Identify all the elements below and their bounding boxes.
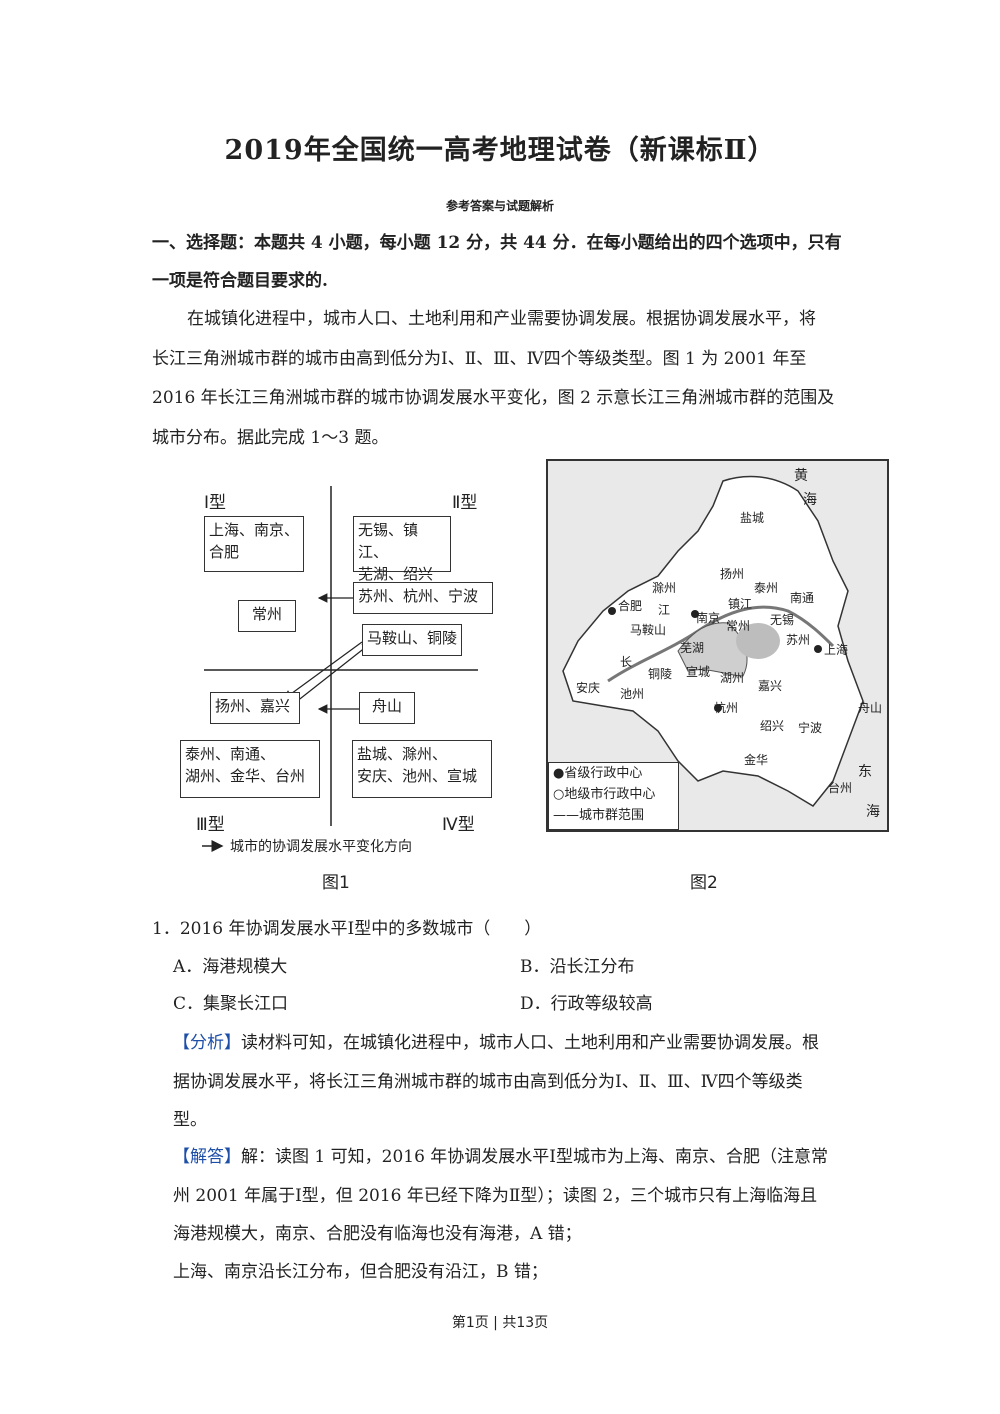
answer-text-1: 解：读图 1 可知，2016 年协调发展水平Ⅰ型城市为上海、南京、合肥（注意常 (241, 1147, 829, 1167)
figure-1-diagram: Ⅰ型 Ⅱ型 Ⅲ型 Ⅳ型 上海、南京、 合肥 无锡、镇江、 芜湖、绍兴 苏州、杭州… (176, 476, 506, 866)
box-type-iii-line1: 泰州、南通、 (185, 745, 276, 763)
box-type-iii: 泰州、南通、 湖州、金华、台州 (180, 740, 320, 798)
map-city-wuxi: 无锡 (770, 613, 795, 627)
box-type-iv-line2: 安庆、池州、宣城 (357, 767, 478, 785)
question-1-option-d: D．行政等级较高 (520, 994, 653, 1014)
map-city-taizhou: 泰州 (754, 581, 779, 595)
figure-1-axes (202, 486, 478, 852)
sea-label-dong: 东 (858, 764, 872, 780)
question-1-option-a: A．海港规模大 (173, 957, 288, 977)
page-subtitle: 参考答案与试题解析 (445, 199, 554, 213)
page-title: 2019年全国统一高考地理试卷（新课标Ⅱ） (224, 135, 776, 166)
map-legend: ●省级行政中心 ○地级市行政中心 ——城市群范围 (548, 762, 679, 830)
intro-line-2: 长江三角洲城市群的城市由高到低分为Ⅰ、Ⅱ、Ⅲ、Ⅳ四个等级类型。图 1 为 200… (152, 349, 807, 369)
map-city-shaoxing: 绍兴 (760, 719, 785, 733)
answer-line-3: 海港规模大，南京、合肥没有临海也没有海港，A 错； (173, 1224, 582, 1244)
type-iv-label: Ⅳ型 (442, 815, 475, 835)
box-type-iii-line2: 湖州、金华、台州 (185, 767, 306, 785)
map-city-suzhou: 苏州 (786, 633, 811, 647)
answer-tag: 【解答】 (173, 1147, 241, 1167)
map-river-chang: 长 (620, 655, 633, 669)
analysis-line-3: 型。 (173, 1110, 207, 1130)
map-city-yancheng: 盐城 (740, 511, 765, 525)
box-zhoushan: 舟山 (359, 692, 415, 724)
box-suzhou-hangzhou-ningbo: 苏州、杭州、宁波 (353, 582, 493, 614)
answer-line-4: 上海、南京沿长江分布，但合肥没有沿江，B 错； (173, 1262, 548, 1282)
map-city-tongling: 铜陵 (648, 667, 673, 681)
sea-label-hai-2: 海 (866, 804, 880, 820)
intro-line-1: 在城镇化进程中，城市人口、土地利用和产业需要协调发展。根据协调发展水平，将 (187, 309, 816, 329)
page-footer: 第1页 | 共13页 (451, 1315, 549, 1331)
answer-line-2: 州 2001 年属于Ⅰ型，但 2016 年已经下降为Ⅱ型）；读图 2，三个城市只… (173, 1186, 818, 1206)
answer-line-1: 【解答】解：读图 1 可知，2016 年协调发展水平Ⅰ型城市为上海、南京、合肥（… (173, 1142, 828, 1167)
box-type-ii-line1: 无锡、镇江、 (358, 521, 419, 561)
map-outline (548, 461, 887, 830)
type-i-label: Ⅰ型 (204, 493, 227, 513)
question-1-option-c: C．集聚长江口 (173, 994, 289, 1014)
map-city-zhenjiang: 镇江 (728, 597, 753, 611)
box-changzhou: 常州 (238, 600, 296, 632)
map-city-hefei: 合肥 (618, 599, 643, 613)
map-river-jiang: 江 (658, 603, 671, 617)
box-maanshan-tongling: 马鞍山、铜陵 (362, 624, 462, 656)
map-city-nanjing: 南京 (696, 611, 721, 625)
type-iii-label: Ⅲ型 (196, 815, 225, 835)
legend-city-cluster-boundary: ——城市群范围 (553, 808, 645, 823)
figure-1-legend: 城市的协调发展水平变化方向 (230, 839, 412, 855)
analysis-line-2: 据协调发展水平，将长江三角洲城市群的城市由高到低分为Ⅰ、Ⅱ、Ⅲ、Ⅳ四个等级类 (173, 1072, 803, 1092)
map-city-yangzhou: 扬州 (720, 567, 745, 581)
map-city-jiaxing: 嘉兴 (758, 679, 783, 693)
map-city-taizhou-zj: 台州 (828, 781, 853, 795)
analysis-text-1: 读材料可知，在城镇化进程中，城市人口、土地利用和产业需要协调发展。根 (241, 1033, 819, 1053)
map-city-zhoushan: 舟山 (858, 701, 883, 715)
figure-1-caption: 图1 (322, 873, 350, 893)
intro-line-3: 2016 年长江三角洲城市群的城市协调发展水平变化，图 2 示意长江三角洲城市群… (152, 388, 835, 408)
intro-line-4: 城市分布。据此完成 1～3 题。 (152, 428, 389, 448)
map-city-chuzhou: 滁州 (652, 581, 677, 595)
sea-label-huang: 黄 (794, 468, 808, 484)
question-1-stem: 1．2016 年协调发展水平Ⅰ型中的多数城市（ ） (152, 919, 542, 939)
map-city-chizhou: 池州 (620, 687, 645, 701)
box-yangzhou-jiaxing: 扬州、嘉兴 (210, 692, 300, 724)
type-ii-label: Ⅱ型 (452, 493, 478, 513)
legend-prefecture-center: ○地级市行政中心 (553, 787, 656, 802)
box-type-i-line1: 上海、南京、 (209, 521, 300, 539)
map-city-xuancheng: 宣城 (686, 665, 711, 679)
map-city-hangzhou: 杭州 (714, 701, 739, 715)
question-1-option-b: B．沿长江分布 (520, 957, 635, 977)
box-type-iv: 盐城、滁州、 安庆、池州、宣城 (352, 740, 492, 798)
analysis-line-1: 【分析】读材料可知，在城镇化进程中，城市人口、土地利用和产业需要协调发展。根 (173, 1028, 819, 1053)
map-city-maanshan: 马鞍山 (630, 623, 667, 637)
box-type-ii: 无锡、镇江、 芜湖、绍兴 (353, 516, 451, 583)
map-city-nantong: 南通 (790, 591, 815, 605)
section-heading-line1: 一、选择题：本题共 4 小题，每小题 12 分，共 44 分．在每小题给出的四个… (152, 233, 842, 253)
figure-2-caption: 图2 (690, 873, 718, 893)
box-type-i-line2: 合肥 (209, 543, 240, 561)
section-heading-line2: 一项是符合题目要求的. (152, 271, 328, 291)
analysis-tag: 【分析】 (173, 1033, 241, 1053)
box-type-ii-line2: 芜湖、绍兴 (358, 565, 434, 583)
map-city-anqing: 安庆 (576, 681, 601, 695)
map-city-wuhu: 芜湖 (680, 641, 705, 655)
legend-provincial-center: ●省级行政中心 (553, 766, 643, 781)
map-city-huzhou: 湖州 (720, 671, 745, 685)
sea-label-hai: 海 (803, 492, 817, 508)
box-type-iv-line1: 盐城、滁州、 (357, 745, 448, 763)
map-city-shanghai: 上海 (824, 643, 849, 657)
figure-2-map: 黄 海 东 海 盐城 扬州 泰州 南通 滁州 合肥 江 南京 镇江 马鞍山 芜湖… (546, 459, 889, 832)
map-city-ningbo: 宁波 (798, 721, 823, 735)
map-city-changzhou: 常州 (726, 619, 751, 633)
box-type-i: 上海、南京、 合肥 (204, 516, 304, 572)
map-city-jinhua: 金华 (744, 753, 769, 767)
